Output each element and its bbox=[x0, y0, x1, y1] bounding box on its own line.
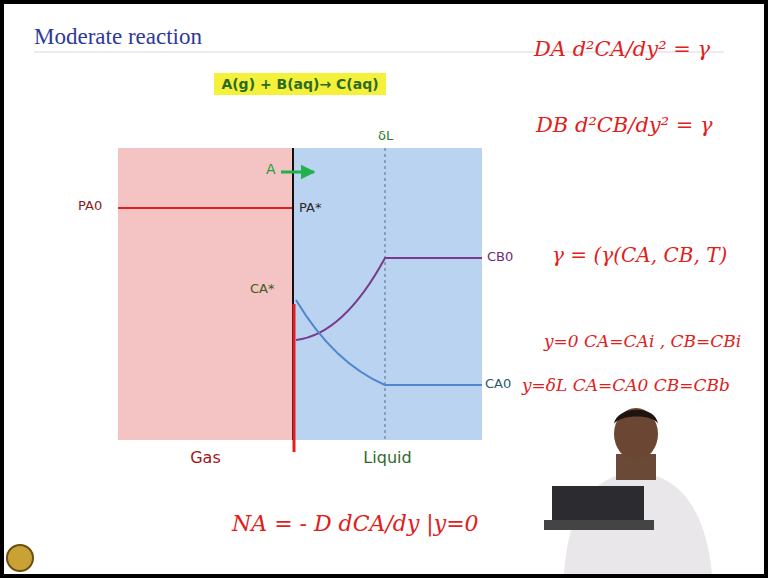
liquid-region-fill bbox=[293, 148, 482, 440]
bulk-a-label: CA0 bbox=[485, 377, 511, 391]
cb-profile bbox=[296, 258, 482, 340]
gas-region-fill bbox=[118, 148, 293, 440]
interface-mark bbox=[293, 304, 296, 452]
presenter bbox=[544, 408, 712, 574]
interface-conc-label: CA* bbox=[250, 282, 274, 296]
reaction-equation: A(g) + B(aq)→ C(aq) bbox=[221, 76, 379, 92]
handwritten-condition: y=δL CA=CA0 CB=CBb bbox=[522, 376, 730, 395]
interface-pressure-label: PA* bbox=[299, 201, 321, 215]
handwritten-condition: y=0 CA=CAi , CB=CBi bbox=[544, 332, 741, 351]
region-label: Liquid bbox=[293, 448, 482, 467]
handwritten-flux: NA = - D dCA/dy |y=0 bbox=[232, 512, 479, 536]
gas-pressure-label: PA0 bbox=[78, 199, 102, 213]
slide: Moderate reactionA(g) + B(aq)→ C(aq) GasL… bbox=[4, 4, 764, 574]
ca-profile bbox=[296, 300, 482, 385]
handwritten-equation: γ = (γ(CA, CB, T) bbox=[552, 244, 727, 266]
handwritten-equation: DB d²CB/dy² = γ bbox=[536, 114, 713, 137]
handwritten-equation: DA d²CA/dy² = γ bbox=[534, 38, 710, 61]
transfer-arrow bbox=[281, 171, 314, 174]
bulk-b-label: CB0 bbox=[487, 250, 513, 264]
logo bbox=[7, 545, 33, 571]
liquid-region: Liquid bbox=[293, 148, 482, 440]
film-thickness-label: δL bbox=[378, 129, 393, 143]
partial-pressure-line bbox=[118, 207, 293, 209]
reaction-highlight: A(g) + B(aq)→ C(aq) bbox=[214, 73, 386, 95]
film-boundary bbox=[384, 148, 385, 440]
slide-title: Moderate reaction bbox=[34, 24, 202, 49]
species-label: A bbox=[266, 162, 276, 177]
region-label: Gas bbox=[118, 448, 293, 467]
